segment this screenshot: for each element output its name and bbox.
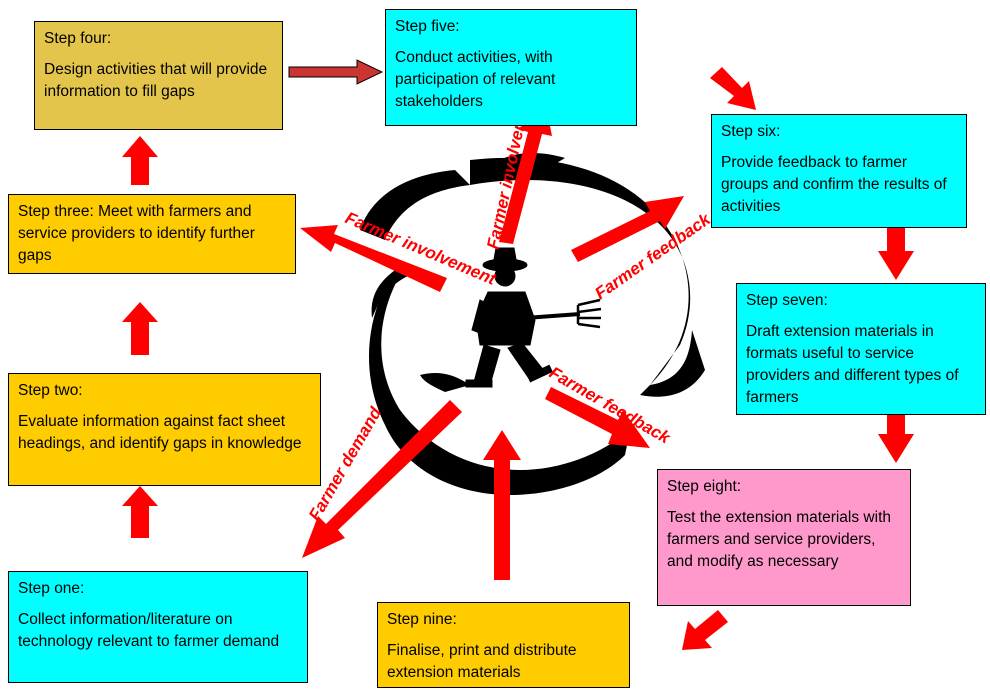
arrow-step9-up — [483, 430, 521, 580]
step-nine-text: Finalise, print and distribute extension… — [387, 642, 577, 681]
arrow-farmer-involvement-up — [499, 106, 552, 244]
step-eight-title: Step eight: — [667, 478, 742, 495]
arrow-farmer-involvement-left — [300, 225, 447, 292]
step-five-box: Step five: Conduct activities, with part… — [385, 9, 637, 126]
step-four-box: Step four: Design activities that will p… — [34, 21, 283, 130]
arrow-step1-to-step2 — [122, 486, 158, 538]
step-six-title: Step six: — [721, 123, 781, 140]
step-six-text: Provide feedback to farmer groups and co… — [721, 154, 947, 215]
flow-arrows — [122, 59, 914, 650]
arrow-farmer-feedback-upright — [571, 196, 684, 262]
center-arrows — [300, 106, 684, 580]
step-five-text: Conduct activities, with participation o… — [395, 49, 556, 110]
circular-cycle-arrows-icon — [360, 153, 705, 495]
step-four-text: Design activities that will provide info… — [44, 61, 268, 100]
arrow-step4-to-step5 — [288, 59, 384, 85]
step-nine-title: Step nine: — [387, 611, 457, 628]
step-seven-text: Draft extension materials in formats use… — [746, 323, 959, 406]
step-six-box: Step six: Provide feedback to farmer gro… — [711, 114, 967, 228]
step-nine-box: Step nine: Finalise, print and distribut… — [377, 602, 630, 688]
step-one-title: Step one: — [18, 580, 85, 597]
step-two-text: Evaluate information against fact sheet … — [18, 413, 302, 452]
step-one-box: Step one: Collect information/literature… — [8, 571, 308, 683]
step-five-title: Step five: — [395, 18, 460, 35]
step-seven-box: Step seven: Draft extension materials in… — [736, 283, 986, 415]
arrow-step5-to-step6 — [710, 67, 756, 110]
arrow-farmer-feedback-right — [545, 387, 650, 448]
step-two-box: Step two: Evaluate information against f… — [8, 373, 321, 486]
step-three-box: Step three: Meet with farmers and servic… — [8, 194, 296, 274]
arrow-step7-to-step8 — [878, 415, 914, 463]
step-two-title: Step two: — [18, 382, 83, 399]
step-one-text: Collect information/literature on techno… — [18, 611, 280, 650]
arrow-farmer-demand — [302, 400, 462, 558]
arrow-step2-to-step3 — [122, 302, 158, 355]
arrow-step8-to-step9 — [682, 610, 728, 650]
arrow-step6-to-step7 — [878, 228, 914, 280]
step-four-title: Step four: — [44, 30, 112, 47]
step-three-title: Step three: Meet with farmers and servic… — [18, 203, 255, 264]
step-eight-text: Test the extension materials with farmer… — [667, 509, 891, 570]
arrow-step3-to-step4 — [122, 136, 158, 185]
step-eight-box: Step eight: Test the extension materials… — [657, 469, 911, 606]
step-seven-title: Step seven: — [746, 292, 828, 309]
farmer-with-pitchfork-icon — [465, 247, 602, 388]
